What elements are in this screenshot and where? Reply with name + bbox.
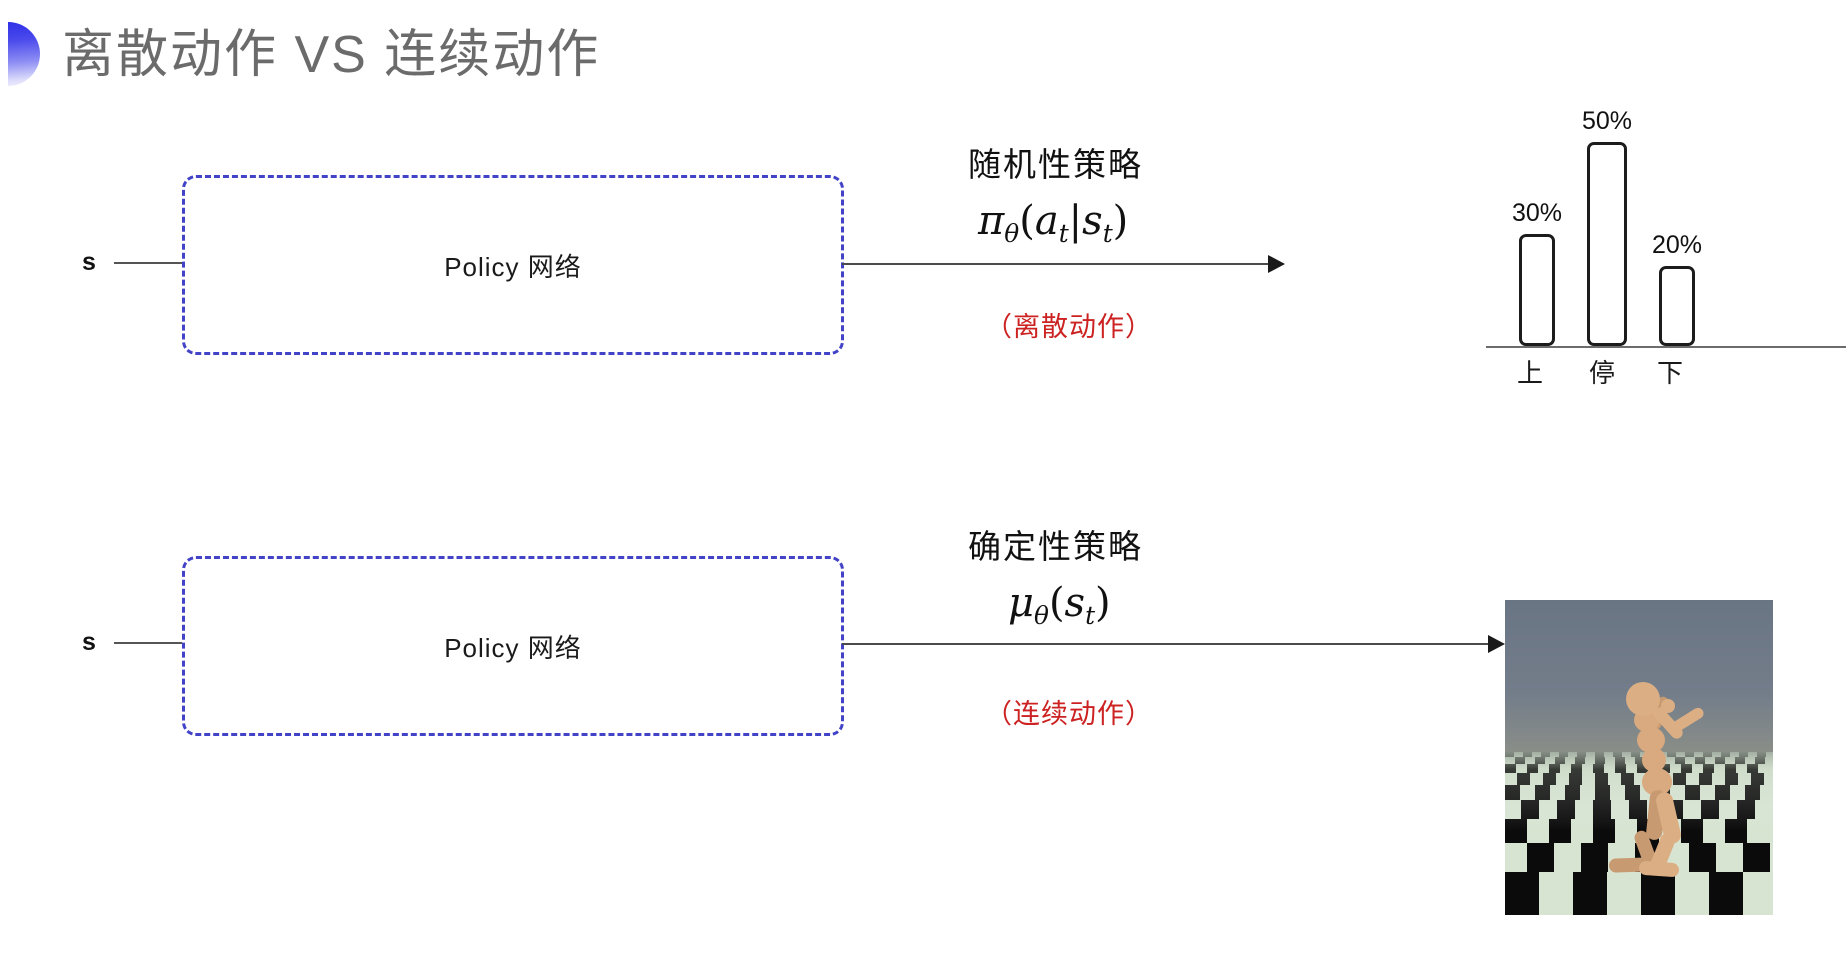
bar-category-label-1: 停 <box>1588 358 1615 388</box>
state-input-label-discrete: s <box>82 248 96 276</box>
discrete-action-bar-chart: 30% 上 50% 停 20% 下 <box>1486 96 1846 396</box>
output-arrow-continuous <box>842 635 1505 653</box>
policy-formula-deterministic: μθ(st) <box>1008 580 1111 630</box>
formula-mu-state: s <box>1064 580 1086 626</box>
action-note-discrete: （离散动作） <box>985 312 1153 342</box>
formula-close-paren: ) <box>1112 198 1129 244</box>
policy-network-box-discrete[interactable]: Policy 网络 <box>182 175 844 355</box>
humanoid-environment-image <box>1505 600 1773 915</box>
formula-action: a <box>1034 198 1059 244</box>
state-input-label-continuous: s <box>82 628 96 656</box>
bar-group-0: 30% <box>1512 199 1562 346</box>
bar-rect-2 <box>1659 266 1696 346</box>
page-title: 离散动作 VS 连续动作 <box>62 26 601 84</box>
formula-head-subscript: θ <box>1004 218 1020 248</box>
formula-head-mu: μ <box>1008 580 1034 626</box>
bar-value-label-1: 50% <box>1582 107 1633 135</box>
formula-mu-state-subscript: t <box>1085 600 1096 630</box>
policy-kind-stochastic: 随机性策略 <box>968 146 1143 183</box>
bar-group-1: 50% <box>1582 107 1632 346</box>
output-arrow-discrete <box>842 255 1285 273</box>
formula-condition-bar: | <box>1068 198 1083 244</box>
humanoid-figure <box>1609 682 1704 877</box>
humanoid-render-svg <box>1505 600 1773 915</box>
chart-baseline-axis <box>1486 346 1846 348</box>
bar-rect-0 <box>1519 234 1556 346</box>
policy-network-label-discrete: Policy 网络 <box>444 251 582 282</box>
formula-state-subscript: t <box>1102 218 1113 248</box>
bar-rect-1 <box>1587 142 1628 346</box>
action-note-continuous: （连续动作） <box>985 699 1153 729</box>
formula-head: π <box>978 198 1005 244</box>
formula-mu-close-paren: ) <box>1095 580 1111 626</box>
bar-value-label-2: 20% <box>1652 231 1703 259</box>
formula-action-subscript: t <box>1058 218 1069 248</box>
formula-mu-open-paren: ( <box>1048 580 1065 626</box>
policy-kind-deterministic: 确定性策略 <box>968 528 1143 565</box>
bar-value-label-0: 30% <box>1512 199 1563 227</box>
formula-state: s <box>1082 198 1103 244</box>
formula-open-paren: ( <box>1019 198 1035 244</box>
bar-group-2: 20% <box>1652 231 1702 346</box>
humanoid-head <box>1626 682 1660 716</box>
bar-category-label-0: 上 <box>1516 358 1543 388</box>
title-accent-shape <box>8 22 40 86</box>
formula-head-mu-subscript: θ <box>1034 600 1049 630</box>
policy-network-box-continuous[interactable]: Policy 网络 <box>182 556 844 736</box>
policy-network-label-continuous: Policy 网络 <box>444 632 582 663</box>
policy-formula-stochastic: πθ(at|st) <box>978 198 1128 248</box>
bar-category-label-2: 下 <box>1656 358 1683 388</box>
